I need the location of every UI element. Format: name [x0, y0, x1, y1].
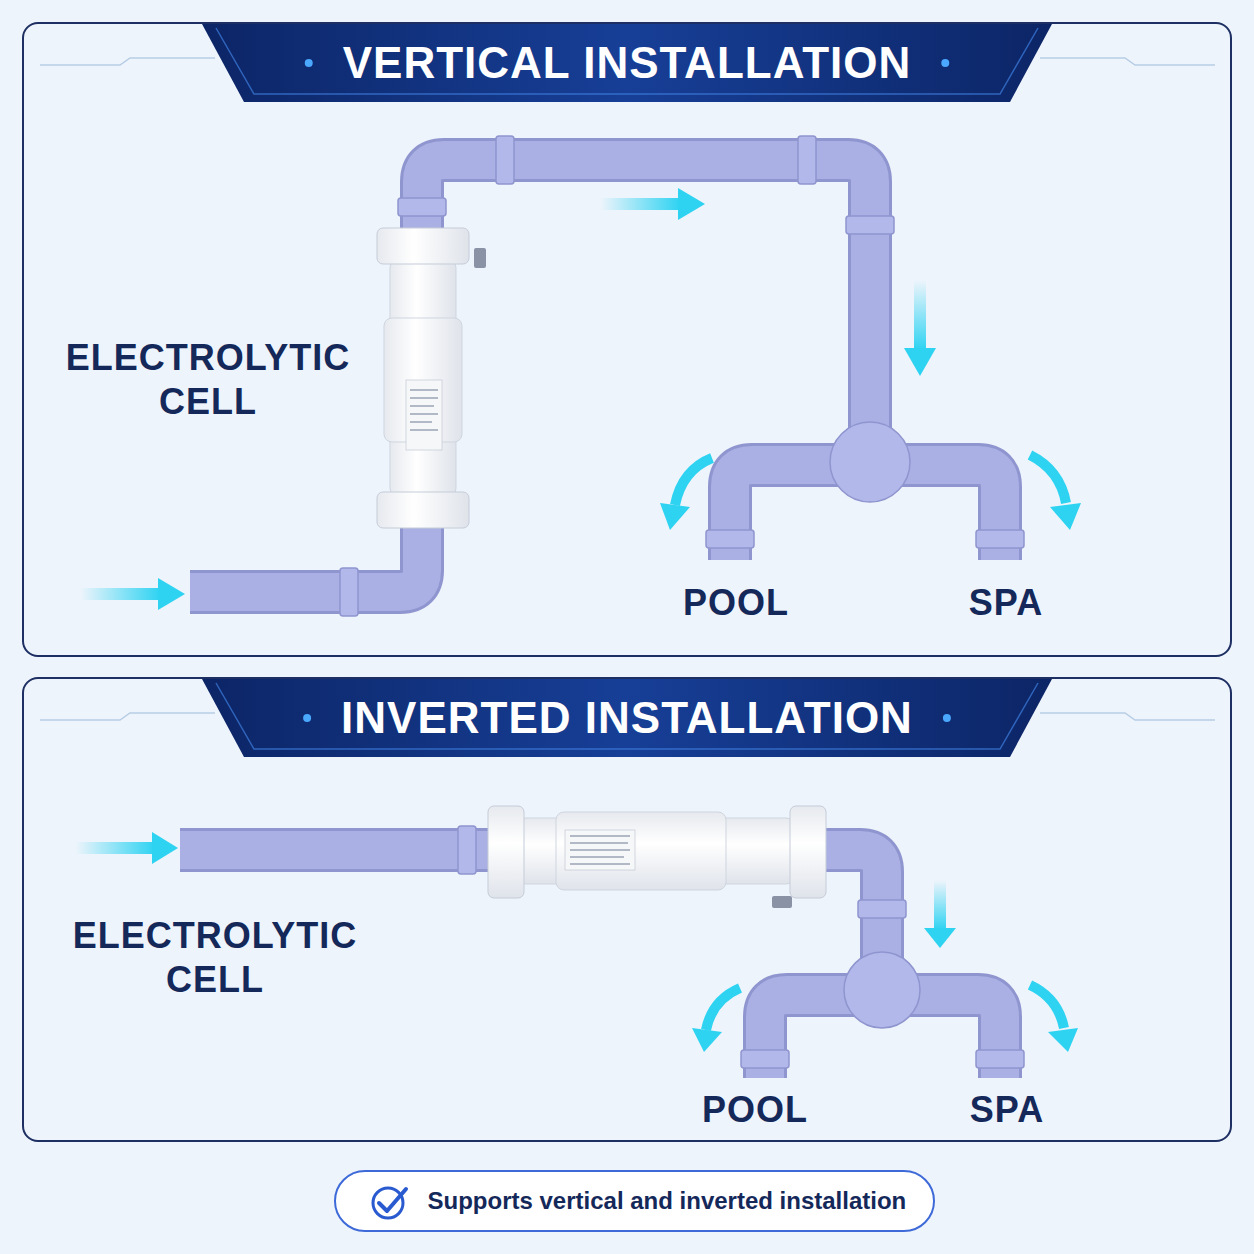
- flow-arrow-part: [1048, 1028, 1078, 1052]
- flow-arrow-part: [80, 588, 160, 600]
- electrolytic-cell-inverted-part-part: [570, 843, 628, 844]
- electrolytic-cell-inverted-part: [565, 830, 635, 870]
- label-anchor: SPA: [906, 581, 1106, 625]
- electrolytic-cell-vertical-part: [406, 380, 442, 450]
- pipe-fitting-part: [741, 1050, 789, 1068]
- electrolytic-cell-inverted-part: [556, 812, 726, 890]
- feature-badge: Supports vertical and inverted installat…: [334, 1170, 935, 1232]
- electrolytic-cell-inverted-part-part: [570, 857, 624, 858]
- banner-dot: [941, 59, 949, 67]
- pipe-fitting-part: [830, 422, 910, 502]
- electrolytic-cell-inverted-part: [790, 806, 826, 898]
- electrolytic-cell-inverted-part-part: [570, 864, 630, 865]
- deco-line-part: [40, 58, 215, 65]
- flow-arrow-part: [914, 280, 926, 350]
- flow-arrow-part: [660, 503, 690, 530]
- flow-arrow-part: [924, 928, 956, 948]
- electrolytic-cell-inverted-part-part: [570, 850, 630, 851]
- flow-arrow-part: [1050, 503, 1081, 530]
- electrolytic-cell-vertical: [377, 228, 486, 528]
- part-name: ELECTROLYTIC CELL: [58, 336, 358, 424]
- flow-arrow-part: [1030, 985, 1064, 1028]
- electrolytic-cell-vertical-part: [474, 248, 486, 268]
- electrolytic-cell-vertical-part-part: [410, 406, 434, 407]
- electrolytic-cell-vertical-part: [377, 228, 469, 264]
- banner-dot: [305, 59, 313, 67]
- pipe-fitting-part: [846, 216, 894, 234]
- pipe-fitting-part: [976, 530, 1024, 548]
- electrolytic-cell-inverted-part: [570, 836, 630, 864]
- flow-arrow-part: [678, 188, 705, 220]
- electrolytic-cell-vertical-part: [377, 492, 469, 528]
- label-anchor: ELECTROLYTIC CELL: [58, 336, 358, 424]
- flow-arrow-part: [904, 348, 936, 376]
- electrolytic-cell-vertical-part-part: [410, 398, 438, 399]
- electrolytic-cell-inverted-part: [488, 806, 524, 898]
- install-panel: INVERTED INSTALLATION: [22, 677, 1232, 1142]
- pipe-fitting-part: [706, 530, 754, 548]
- feature-note: Supports vertical and inverted installat…: [428, 1172, 907, 1230]
- flow-arrow-part: [158, 578, 185, 610]
- outlet-name: POOL: [655, 1088, 855, 1132]
- pipe-fitting-part: [458, 826, 476, 874]
- flow-arrow-part: [1030, 455, 1066, 503]
- electrolytic-cell-vertical-part: [410, 390, 438, 430]
- pipe-fitting-part: [340, 568, 358, 616]
- banner-fill: [202, 679, 1052, 757]
- outlet-name: SPA: [906, 581, 1106, 625]
- pipe-fitting-part: [858, 900, 906, 918]
- electrolytic-cell-vertical-part-part: [410, 414, 438, 415]
- electrolytic-cell-inverted-part: [772, 896, 792, 908]
- electrolytic-cell-inverted-part-part: [570, 836, 630, 837]
- flow-arrow-part: [692, 1028, 722, 1052]
- electrolytic-cell-inverted: [488, 806, 826, 908]
- flow-arrow-part: [75, 842, 155, 854]
- flow-arrow-part: [600, 198, 680, 210]
- flow-arrow-part: [934, 880, 946, 930]
- deco-line-part: [40, 713, 215, 720]
- check-icon: [370, 1183, 414, 1223]
- deco-line: [40, 58, 1215, 720]
- pipe-fitting-part: [798, 136, 816, 184]
- outlet-name: SPA: [907, 1088, 1107, 1132]
- label-anchor: POOL: [655, 1088, 855, 1132]
- flow-arrow-part: [675, 458, 712, 505]
- pipe-fitting-part: [844, 952, 920, 1028]
- label-anchor: POOL: [636, 581, 836, 625]
- panel-heading: VERTICAL INSTALLATION: [343, 24, 912, 102]
- label-anchor: ELECTROLYTIC CELL: [65, 914, 365, 1002]
- electrolytic-cell-vertical-part-part: [410, 422, 432, 423]
- panel-heading: INVERTED INSTALLATION: [341, 679, 913, 757]
- heading-banner: INVERTED INSTALLATION: [202, 679, 1052, 757]
- part-name: ELECTROLYTIC CELL: [65, 914, 365, 1002]
- heading-banner: VERTICAL INSTALLATION: [202, 24, 1052, 102]
- flow-arrow-part: [152, 832, 178, 864]
- pipe-fitting-part: [976, 1050, 1024, 1068]
- electrolytic-cell-vertical-part-part: [410, 390, 438, 391]
- deco-line-part: [1040, 58, 1215, 65]
- banner-fill: [202, 24, 1052, 102]
- pipe-fitting-part: [398, 198, 446, 216]
- electrolytic-cell-vertical-part-part: [410, 430, 438, 431]
- deco-line-part: [1040, 713, 1215, 720]
- banner-dot: [943, 714, 951, 722]
- pipe-fitting: [340, 136, 1024, 616]
- banner-dot: [303, 714, 311, 722]
- label-anchor: SPA: [907, 1088, 1107, 1132]
- outlet-name: POOL: [636, 581, 836, 625]
- flow-arrow-part: [706, 988, 740, 1030]
- pipe-fitting-part: [496, 136, 514, 184]
- check-mark: [379, 1189, 406, 1211]
